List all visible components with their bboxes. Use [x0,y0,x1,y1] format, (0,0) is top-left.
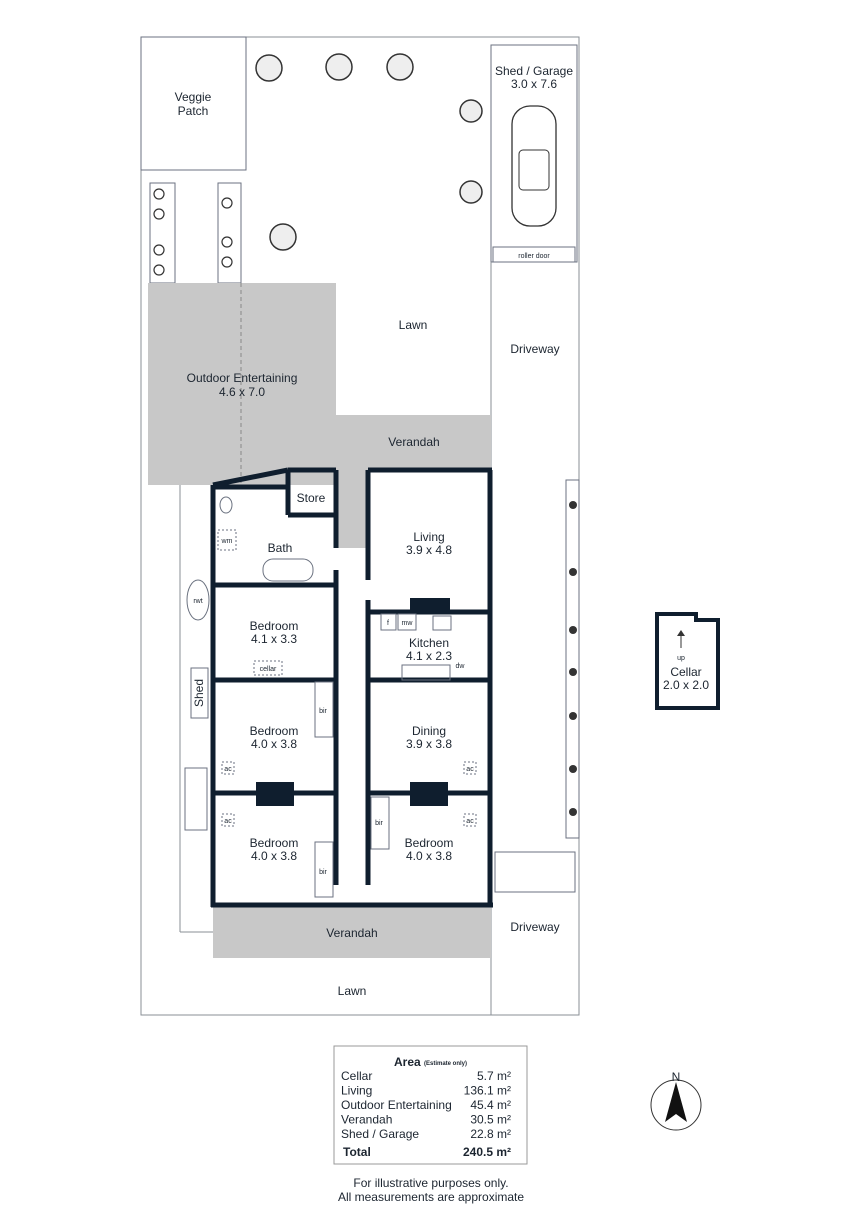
area-total-value: 240.5 m² [463,1145,511,1159]
area-row-value: 45.4 m² [470,1098,511,1112]
house-walls [210,467,493,908]
area-subtitle: (Estimate only) [424,1061,467,1067]
veggie-label-2: Patch [178,104,209,118]
area-row-value: 30.5 m² [470,1113,511,1127]
cellar-hatch-label: cellar [260,666,277,673]
roller-door [492,246,576,263]
area-row-label: Living [341,1084,372,1098]
area-row-label: Cellar [341,1069,372,1083]
outdoor-entertaining [148,283,336,485]
cellar-label: Cellar [670,665,701,679]
veggie-patch [140,36,247,171]
disclaimer-line-2: All measurements are approximate [338,1190,524,1204]
trees [255,53,483,251]
microwave-label: mw [402,620,414,627]
kitchen-island [401,664,451,681]
store-label: Store [297,491,326,505]
side-shed-label: Shed [192,679,206,707]
area-row-label: Shed / Garage [341,1127,419,1141]
bedroom4-label: Bedroom [405,836,454,850]
bedroom3-dims: 4.0 x 3.8 [251,849,297,863]
bath-label: Bath [268,541,293,555]
bathtub [262,558,314,582]
wm-label: wm [221,538,233,545]
steps [184,767,208,831]
bedroom1-label: Bedroom [250,619,299,633]
ac-label: ac [224,766,232,773]
verandah-bottom [213,905,491,958]
lawn-label-top: Lawn [399,318,428,332]
kitchen-label: Kitchen [409,636,449,650]
car-icon [511,105,557,227]
disclaimer-line-1: For illustrative purposes only. [353,1176,508,1190]
toilet [219,496,233,514]
outdoor-dims: 4.6 x 7.0 [219,385,265,399]
cellar-dims: 2.0 x 2.0 [663,678,709,692]
area-row-value: 136.1 m² [464,1084,511,1098]
ac-label: ac [224,818,232,825]
ac-label: ac [466,818,474,825]
cellar [655,612,720,710]
up-label: up [677,655,685,662]
bedroom2-dims: 4.0 x 3.8 [251,737,297,751]
verandah-top [336,415,491,470]
fence-strip [565,479,580,839]
area-row-value: 5.7 m² [477,1069,511,1083]
roller-door-label: roller door [518,253,550,260]
dining-label: Dining [412,724,446,738]
area-row-value: 22.8 m² [470,1127,511,1141]
area-total-label: Total [343,1145,371,1159]
side-shed [190,667,209,719]
rainwater-tank [186,579,210,621]
area-title: Area [394,1055,421,1069]
veggie-label: Veggie [175,90,212,104]
area-row-label: Verandah [341,1113,392,1127]
verandah-bottom-label: Verandah [326,926,377,940]
shrubs [153,188,233,276]
shed-garage-label: Shed / Garage [495,64,573,78]
driveway-label-top: Driveway [510,342,559,356]
living-dims: 3.9 x 4.8 [406,543,452,557]
lawn-label-bottom: Lawn [338,984,367,998]
area-row-label: Outdoor Entertaining [341,1098,452,1112]
north-compass-icon: N [650,1070,702,1131]
north-label: N [672,1070,681,1084]
bedroom3-label: Bedroom [250,836,299,850]
bir-label: bir [319,708,327,715]
bir-label: bir [375,820,383,827]
bedroom1-dims: 4.1 x 3.3 [251,632,297,646]
living-label: Living [413,530,444,544]
outdoor-label: Outdoor Entertaining [187,371,298,385]
shed-garage-dims: 3.0 x 7.6 [511,77,557,91]
bedroom2-label: Bedroom [250,724,299,738]
area-table [333,1045,528,1165]
verandah-top-label: Verandah [388,435,439,449]
kitchen-dims: 4.1 x 2.3 [406,649,452,663]
gate [494,851,576,893]
rwt-label: rwt [193,598,202,605]
bir-label: bir [319,869,327,876]
fridge-label: f [387,620,389,627]
ac-label: ac [466,766,474,773]
dw-label: dw [456,663,466,670]
bedroom4-dims: 4.0 x 3.8 [406,849,452,863]
driveway-label-bottom: Driveway [510,920,559,934]
dining-dims: 3.9 x 3.8 [406,737,452,751]
